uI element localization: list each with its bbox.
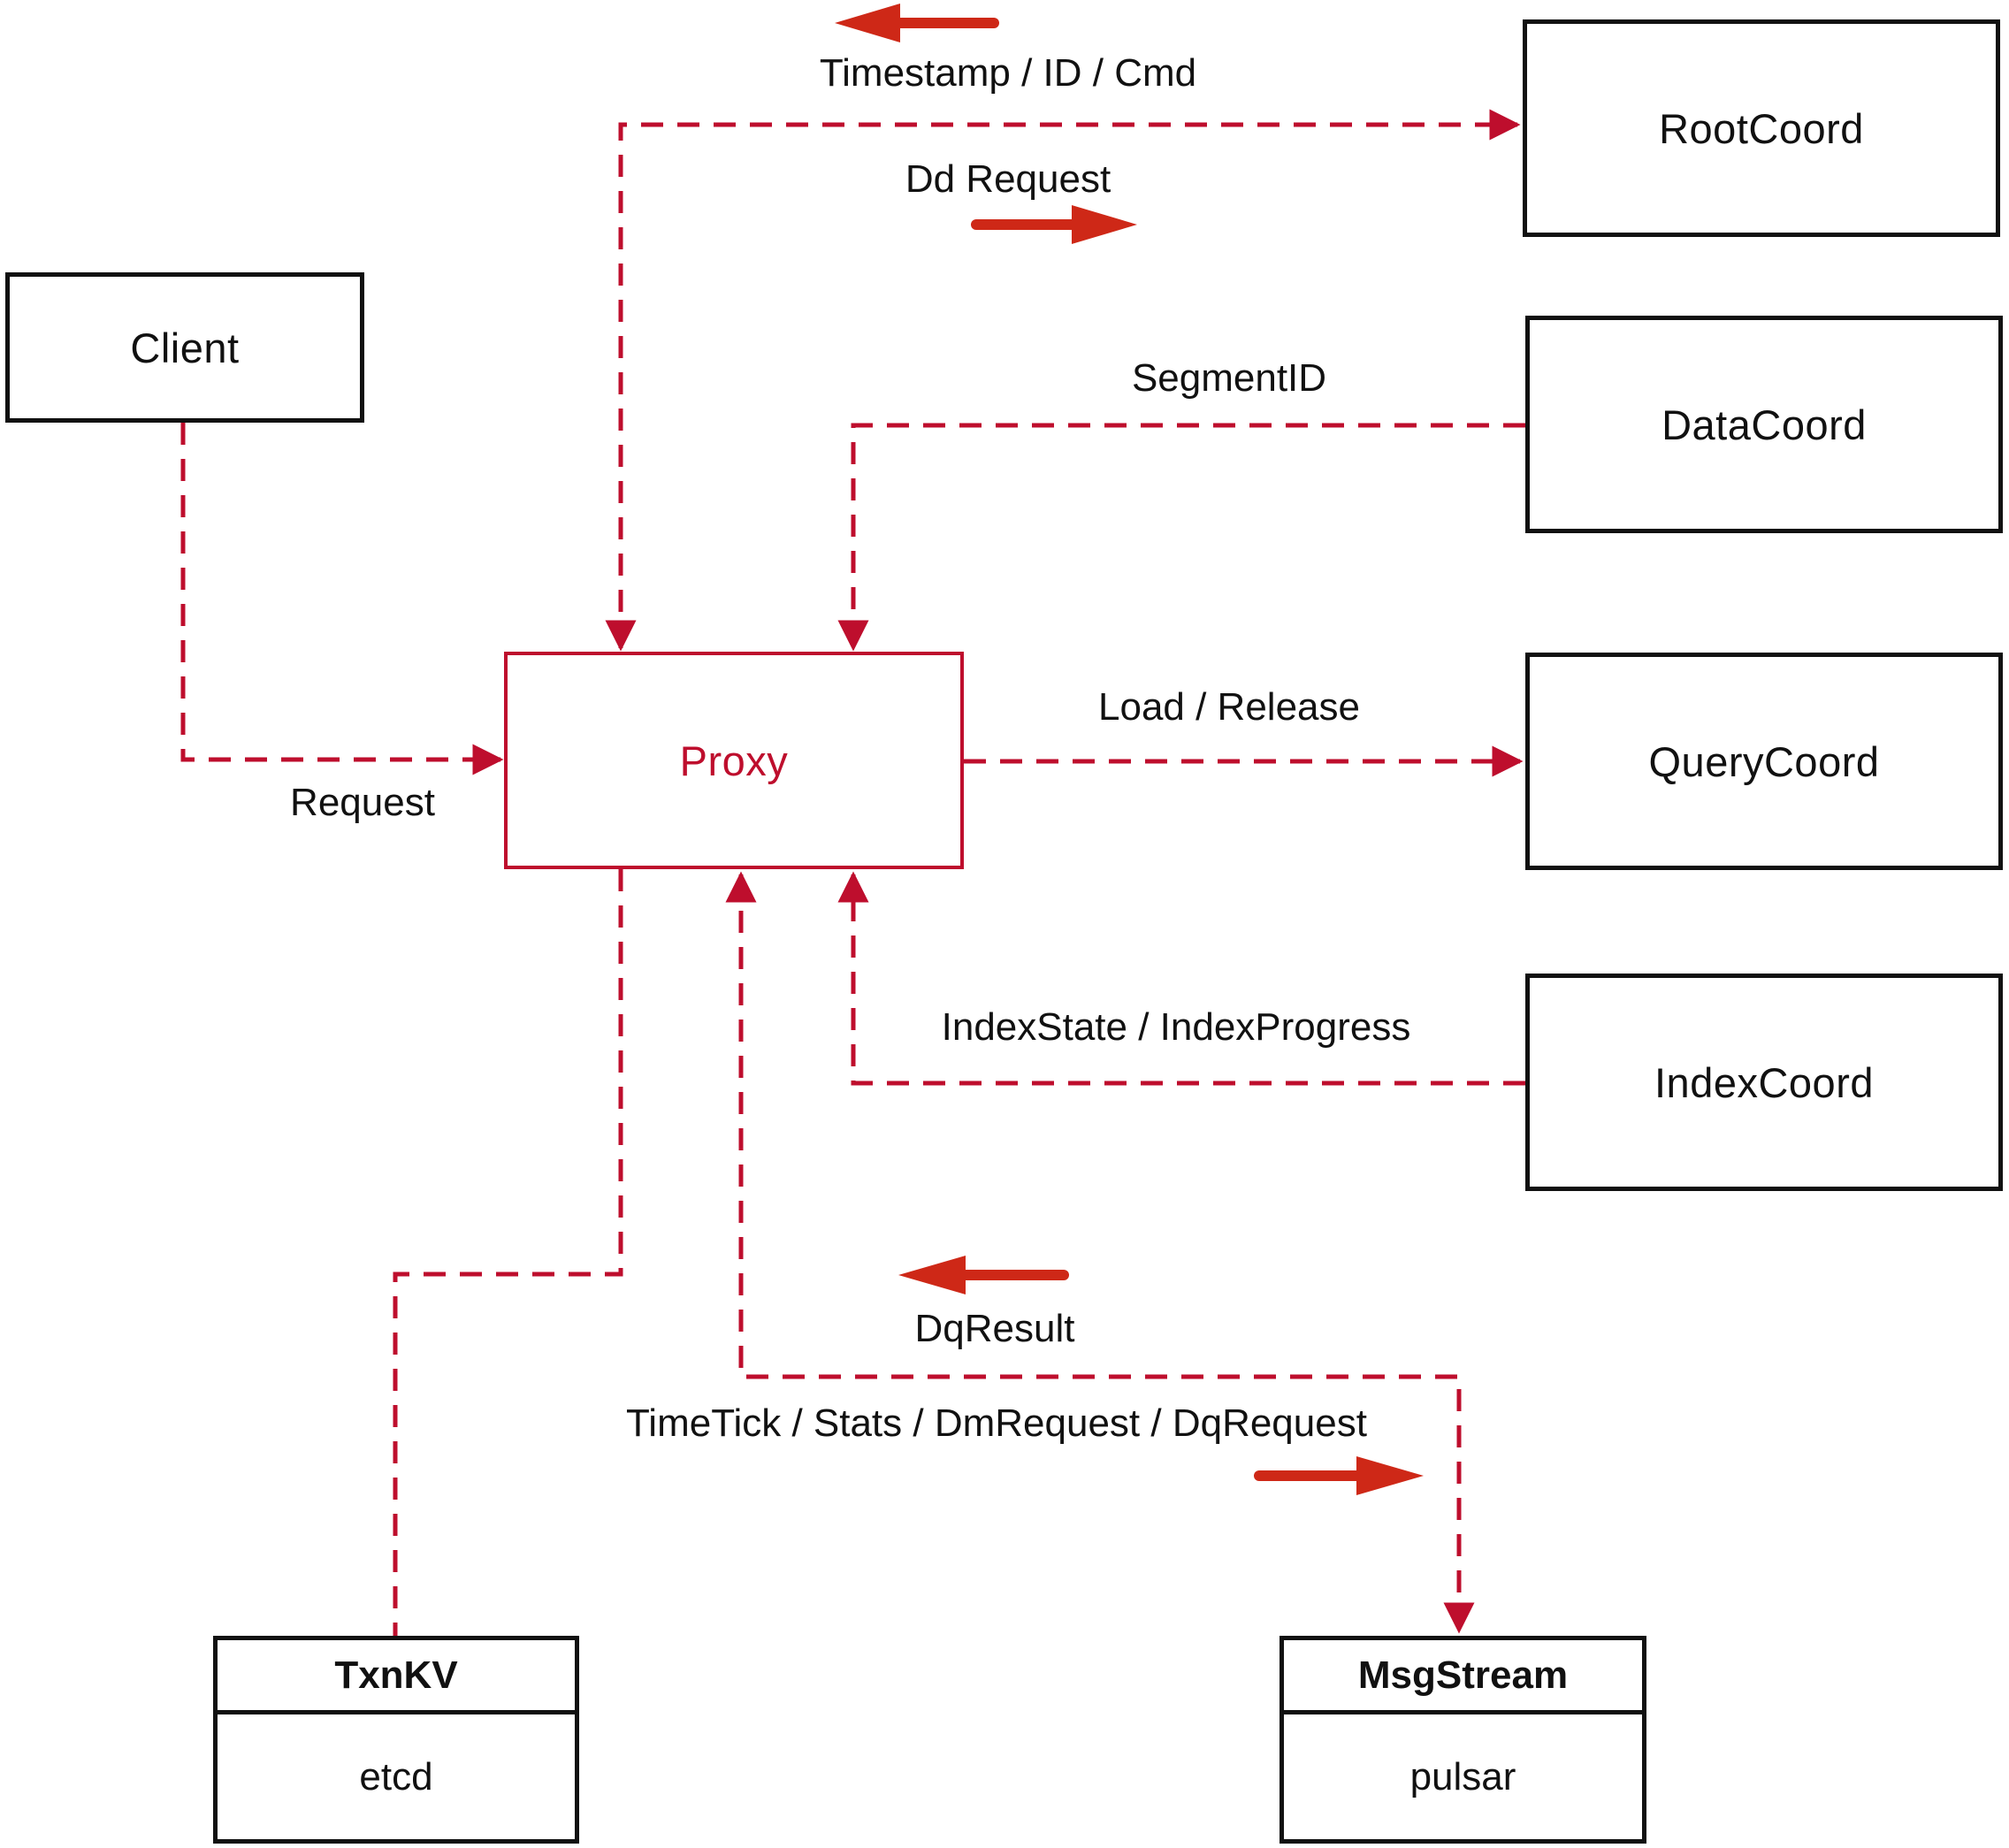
edge-proxy-msgstream — [725, 871, 1475, 1634]
node-datacoord-label: DataCoord — [1661, 401, 1867, 448]
edge-proxy-txnkv — [393, 869, 623, 1636]
edge-proxy-rootcoord — [605, 109, 1521, 652]
edge-indexcoord-to-proxy — [837, 871, 1525, 1086]
node-msgstream-subtitle: pulsar — [1409, 1754, 1516, 1798]
node-rootcoord-label: RootCoord — [1659, 104, 1864, 152]
node-proxy-label: Proxy — [679, 737, 789, 784]
node-rootcoord: RootCoord — [1523, 19, 2000, 237]
edge-label-index-state: IndexState / IndexProgress — [941, 1005, 1411, 1049]
edge-label-segment-id: SegmentID — [1131, 356, 1327, 400]
node-datacoord: DataCoord — [1525, 316, 2003, 533]
node-txnkv: TxnKV etcd — [213, 1636, 579, 1844]
timestamp-direction-arrow-left — [835, 4, 999, 42]
edge-datacoord-to-proxy — [837, 423, 1525, 652]
edge-label-timestamp: Timestamp / ID / Cmd — [819, 51, 1197, 95]
edge-client-to-proxy — [180, 423, 504, 775]
edge-label-time-tick: TimeTick / Stats / DmRequest / DqRequest — [626, 1401, 1367, 1445]
node-indexcoord: IndexCoord — [1525, 974, 2003, 1191]
dd-request-direction-arrow-right — [971, 205, 1137, 244]
time-tick-direction-arrow-right — [1254, 1456, 1424, 1495]
node-msgstream-title: MsgStream — [1284, 1640, 1642, 1714]
node-msgstream: MsgStream pulsar — [1279, 1636, 1646, 1844]
edge-label-load-release: Load / Release — [1098, 685, 1360, 729]
node-client-label: Client — [130, 324, 240, 371]
node-txnkv-subtitle: etcd — [359, 1754, 433, 1798]
node-querycoord-label: QueryCoord — [1648, 737, 1880, 785]
edge-label-dd-request: Dd Request — [905, 157, 1111, 201]
node-indexcoord-label: IndexCoord — [1654, 1058, 1874, 1106]
node-querycoord: QueryCoord — [1525, 653, 2003, 870]
edge-label-request: Request — [290, 781, 435, 824]
dq-result-direction-arrow-left — [898, 1256, 1069, 1294]
node-txnkv-title: TxnKV — [218, 1640, 575, 1714]
node-proxy: Proxy — [504, 652, 964, 869]
node-client: Client — [5, 272, 364, 423]
edge-label-dq-result: DqResult — [914, 1307, 1075, 1350]
